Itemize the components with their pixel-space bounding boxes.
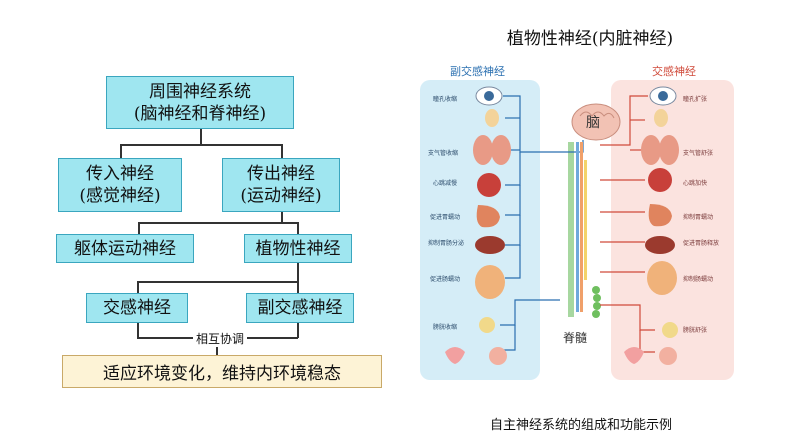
- para-label-2: 心跳减慢: [433, 180, 458, 187]
- para-label-1: 支气管收缩: [428, 150, 459, 157]
- connector-efferent-down: [281, 212, 283, 223]
- connector-root-down: [200, 128, 202, 144]
- brain-label: 脑: [586, 115, 600, 131]
- coordination-label: 相互协调: [193, 330, 248, 347]
- connector-visceral-down: [297, 262, 299, 282]
- parasympathetic-nerve-box: 副交感神经: [246, 293, 354, 323]
- spinal-cord-label: 脊髓: [563, 331, 588, 345]
- para-label-6: 膀胱收缩: [433, 324, 458, 331]
- parasympathetic-panel: [420, 80, 540, 380]
- somatic-motor-nerve-box: 躯体运动神经: [56, 234, 194, 263]
- connector-to-parasympathetic: [297, 281, 299, 293]
- afferent-line1: 传入神经: [86, 164, 154, 184]
- sympathetic-nerve-box: 交感神经: [86, 293, 188, 323]
- spinal-cord-icon: [568, 142, 574, 317]
- peripheral-nervous-system-box: 周围神经系统 (脑神经和脊神经): [106, 76, 294, 129]
- connector-level2-bar: [138, 222, 298, 224]
- symp-label-4: 促进胃肠释放: [683, 240, 720, 247]
- efferent-line2: (运动神经): [240, 186, 322, 206]
- para-label-0: 瞳孔收缩: [433, 96, 458, 103]
- vertebra-beads: [592, 286, 601, 318]
- connector-to-afferent: [120, 144, 122, 158]
- afferent-nerve-box: 传入神经 (感觉神经): [58, 158, 182, 212]
- symp-label-1: 支气管舒张: [683, 150, 714, 157]
- figure-title: 植物性神经(内脏神经): [506, 29, 674, 49]
- figure-caption: 自主神经系统的组成和功能示例: [490, 418, 673, 433]
- sympathetic-panel-title: 交感神经: [652, 65, 696, 78]
- symp-label-0: 瞳孔扩张: [683, 96, 708, 103]
- connector-level1-bar: [120, 144, 282, 146]
- connector-to-sympathetic: [137, 281, 139, 293]
- visceral-label: 植物性神经: [255, 238, 341, 259]
- visceral-nerve-box: 植物性神经: [244, 234, 352, 263]
- connector-to-visceral: [297, 222, 299, 234]
- para-label-4: 抑制胃肠分泌: [428, 240, 465, 247]
- connector-para-down: [297, 322, 299, 338]
- connector-level3-bar: [137, 281, 298, 283]
- sympathetic-label: 交感神经: [103, 298, 171, 318]
- connector-to-efferent: [281, 144, 283, 158]
- conclusion-text: 适应环境变化，维持内环境稳态: [103, 364, 341, 384]
- connector-to-somatic: [138, 222, 140, 234]
- root-line2: (脑神经和脊神经): [133, 103, 267, 124]
- symp-label-6: 膀胱舒张: [683, 327, 708, 334]
- para-label-5: 促进肠蠕动: [430, 276, 461, 283]
- somatic-label: 躯体运动神经: [74, 238, 176, 259]
- sympathetic-panel: [611, 80, 734, 380]
- conclusion-box: 适应环境变化，维持内环境稳态: [62, 355, 382, 388]
- symp-label-2: 心跳加快: [683, 180, 708, 187]
- efferent-nerve-box: 传出神经 (运动神经): [222, 158, 340, 212]
- para-label-3: 促进胃蠕动: [430, 214, 461, 221]
- connector-to-conclusion: [216, 338, 218, 356]
- root-line1: 周围神经系统: [149, 81, 251, 102]
- efferent-line1: 传出神经: [247, 164, 315, 184]
- symp-label-5: 抑制肠蠕动: [683, 276, 714, 283]
- afferent-line2: (感觉神经): [79, 186, 161, 206]
- parasympathetic-label: 副交感神经: [257, 298, 343, 318]
- symp-label-3: 抑制胃蠕动: [683, 214, 714, 221]
- parasympathetic-panel-title: 副交感神经: [450, 65, 505, 78]
- connector-symp-down: [137, 322, 139, 338]
- spinal-segment-bands: [576, 142, 587, 312]
